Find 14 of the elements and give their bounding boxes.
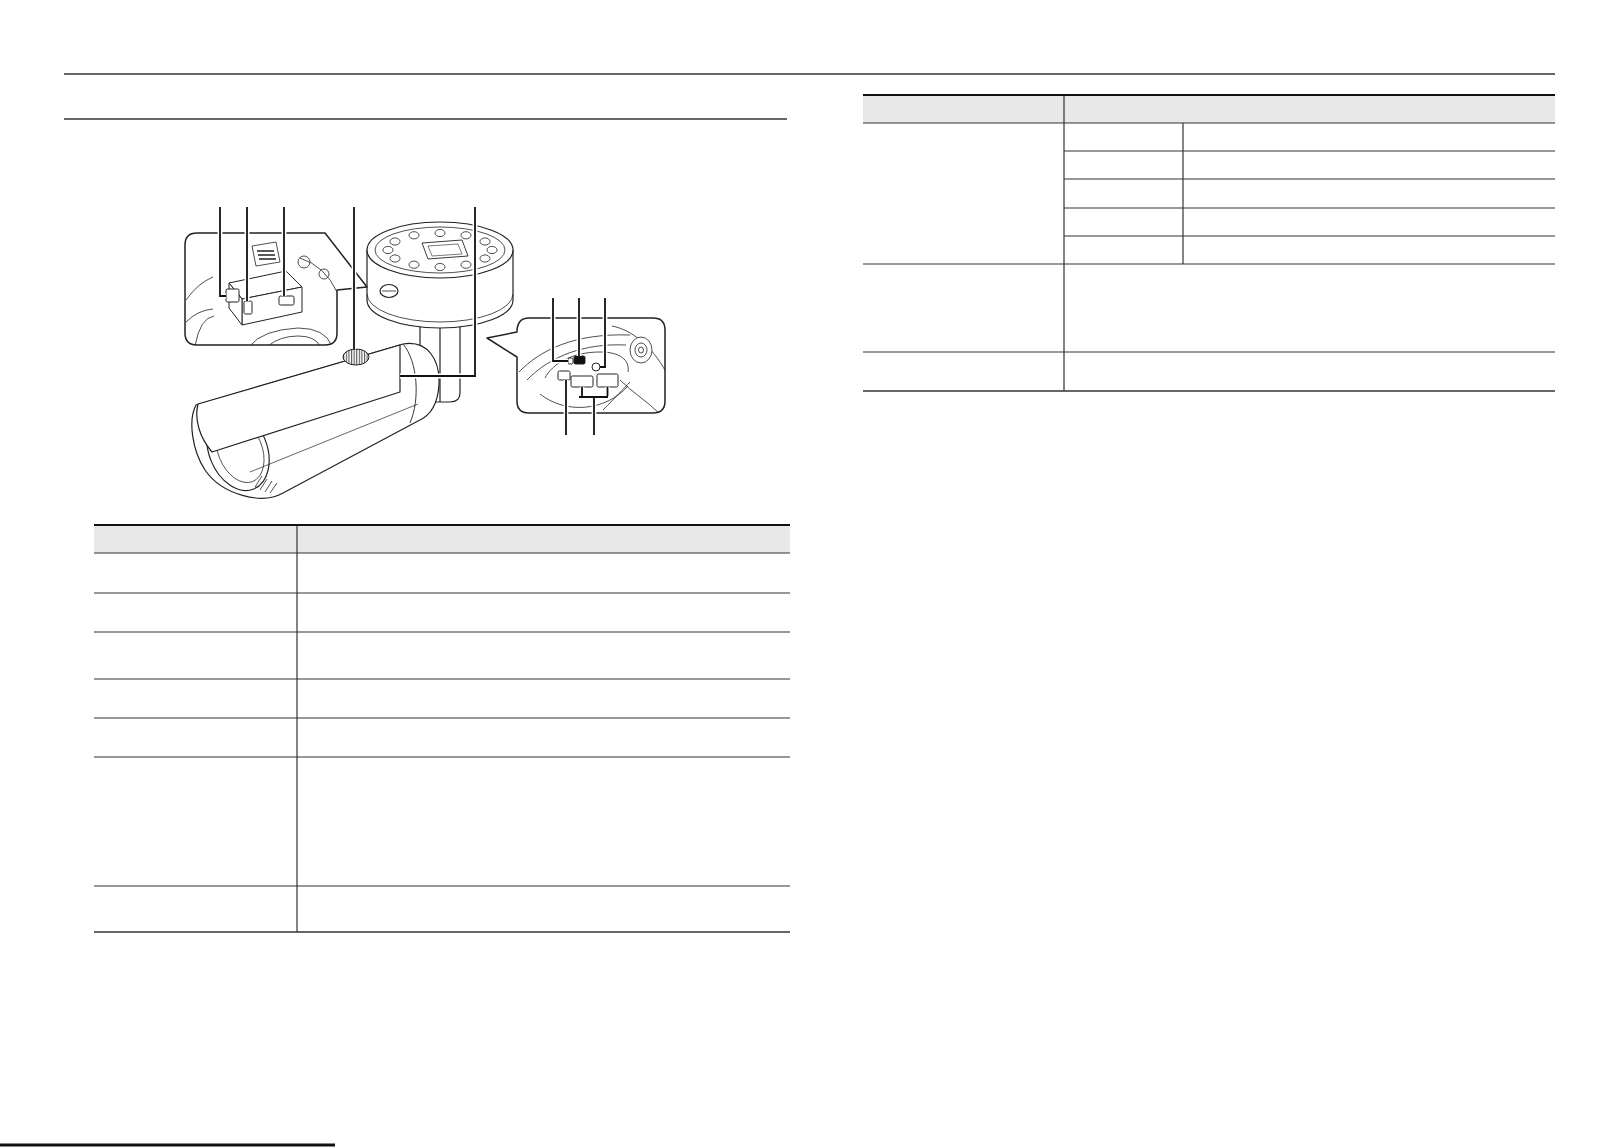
port xyxy=(557,370,571,381)
leader-line xyxy=(581,386,583,397)
leader-line xyxy=(606,386,609,397)
magnified-view xyxy=(184,232,368,346)
card-slot xyxy=(570,375,594,388)
card-slot xyxy=(596,373,619,388)
leader-line xyxy=(283,206,285,297)
leader-line xyxy=(219,206,227,297)
leader-line xyxy=(565,379,567,436)
knob xyxy=(342,348,370,366)
leader-line xyxy=(593,397,595,436)
leader-line xyxy=(353,206,355,350)
housing-panel xyxy=(196,344,401,453)
port xyxy=(243,300,253,315)
